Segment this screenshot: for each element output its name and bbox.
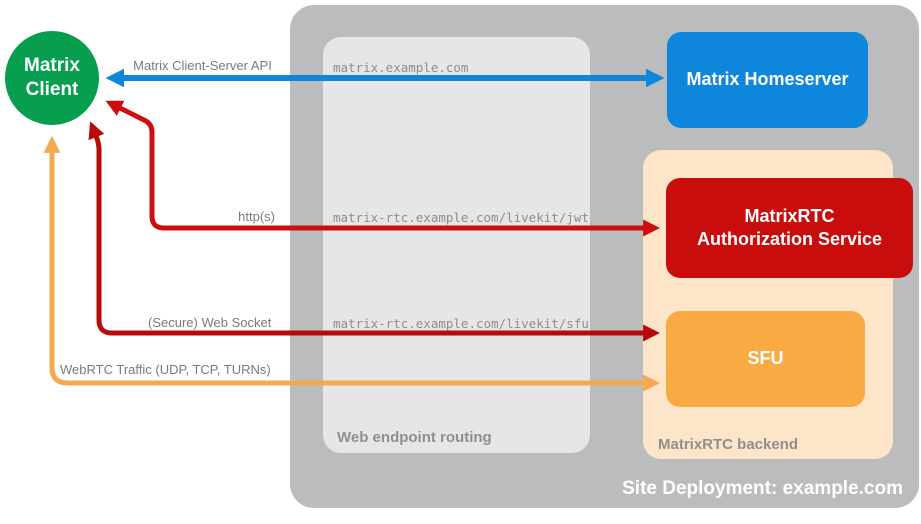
endpoint-sfu-url: matrix-rtc.example.com/livekit/sfu [333,316,589,331]
matrix-homeserver-label: Matrix Homeserver [686,69,849,90]
client-server-api-arrow-label: Matrix Client-Server API [133,58,272,73]
webrtc-arrow-label: WebRTC Traffic (UDP, TCP, TURNs) [60,362,271,377]
matrix-client-label-line1: Matrix [24,55,80,77]
sfu-node: SFU [666,311,865,407]
websocket-arrow-label: (Secure) Web Socket [148,315,272,330]
site-deployment-title: Site Deployment: example.com [622,478,903,499]
web-endpoint-routing-caption: Web endpoint routing [337,429,492,446]
web-endpoint-routing-container [323,37,590,453]
http-arrow-label: http(s) [238,209,275,224]
matrixrtc-authorization-service-node: MatrixRTC Authorization Service [666,178,913,278]
matrix-client-label-line2: Client [25,79,79,100]
matrix-homeserver-node: Matrix Homeserver [667,32,868,128]
matrixrtc-backend-caption: MatrixRTC backend [658,436,799,453]
matrix-client-node: Matrix Client [5,31,99,125]
endpoint-jwt-url: matrix-rtc.example.com/livekit/jwt [333,210,589,225]
endpoint-homeserver-url: matrix.example.com [333,60,469,75]
sfu-label: SFU [747,348,784,369]
matrixrtc-authorization-service-label: MatrixRTC Authorization Service [696,205,883,249]
